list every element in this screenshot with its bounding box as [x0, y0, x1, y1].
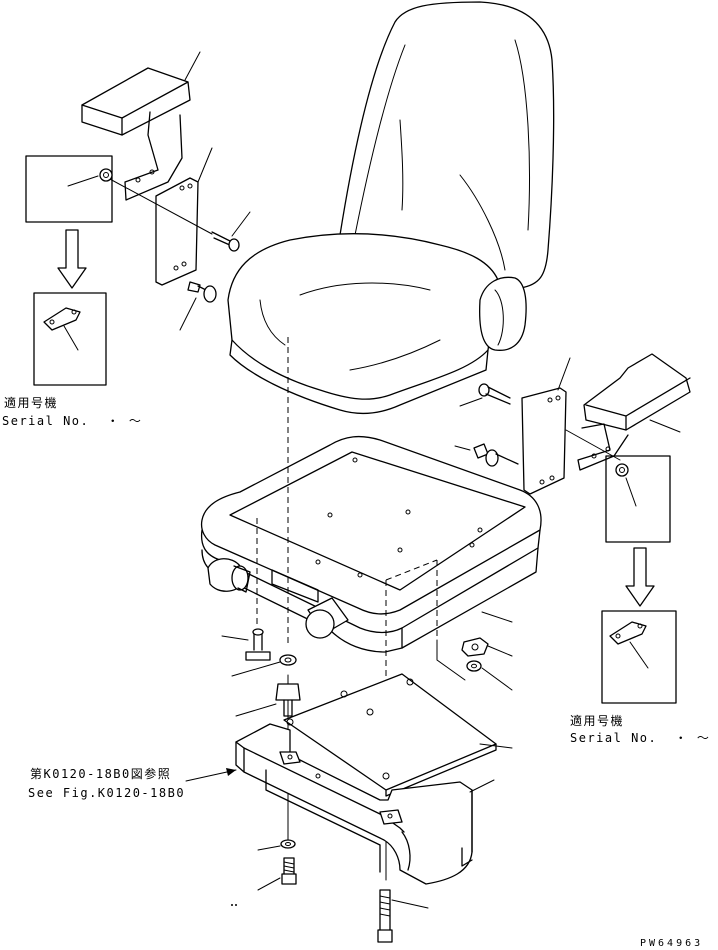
right-detail-box	[601, 610, 677, 704]
leader-riser-base	[469, 779, 495, 793]
right-bracket-plate	[521, 387, 567, 495]
right-lower-bolt	[473, 443, 519, 467]
left-bracket-plate	[155, 177, 199, 286]
right-nut	[461, 637, 489, 657]
left-detail-box	[33, 292, 107, 386]
leader-right-armrest	[649, 419, 681, 433]
lower-left-bolt	[281, 857, 297, 885]
leader-lower-right-bolt	[391, 899, 429, 909]
right-upper-bolt	[478, 383, 511, 405]
left-armrest	[81, 67, 191, 201]
seat-suspension	[200, 435, 542, 653]
left-mount-bolt	[245, 628, 271, 661]
left-upper-bolt	[211, 231, 240, 252]
right-inset-box	[605, 455, 671, 543]
reference-line1: 第K0120-18B0図参照	[30, 766, 171, 781]
leader-lower-washer	[257, 845, 281, 851]
leader-left-armrest	[184, 51, 201, 81]
leader-right-washer	[481, 667, 513, 691]
seat-cushion	[227, 233, 499, 415]
right-down-arrow	[625, 547, 655, 607]
seat-riser-base	[235, 723, 473, 885]
washer-center	[279, 654, 297, 666]
lower-washer	[280, 839, 296, 849]
right-note-line1: 適用号機	[570, 713, 624, 728]
leader-left-upper-bolt	[231, 211, 251, 237]
reference-line2: See Fig.K0120-18B0	[28, 786, 185, 800]
leader-washer-center	[231, 661, 281, 677]
center-nut	[275, 683, 301, 717]
leader-lower-left-bolt	[257, 877, 281, 891]
seat-side-bolster	[479, 276, 527, 351]
leader-right-lower-bolt	[454, 445, 471, 451]
leader-left-mount-bolt	[221, 635, 249, 641]
leader-mounting-plate	[479, 743, 513, 749]
left-note-line2: Serial No. ・ ～	[2, 414, 142, 428]
leader-left-bracket	[197, 147, 213, 183]
left-inset-box	[25, 155, 113, 223]
leader-right-bracket	[557, 357, 571, 391]
left-lower-bolt	[187, 281, 217, 303]
leader-suspension	[481, 611, 513, 623]
reference-arrow	[185, 768, 237, 782]
leader-right-upper-bolt	[459, 397, 483, 407]
leader-left-lower-bolt	[179, 297, 197, 331]
left-note-line1: 適用号機	[4, 395, 58, 410]
right-washer	[466, 660, 482, 672]
lower-right-bolt	[377, 889, 393, 943]
left-down-arrow	[57, 229, 87, 289]
right-armrest	[577, 353, 691, 471]
mounting-plate	[283, 673, 497, 797]
leader-center-nut	[235, 703, 277, 717]
right-note-line2: Serial No. ・ ～	[570, 731, 710, 745]
seat-backrest	[339, 1, 555, 289]
drawing-code: PW64963	[640, 938, 703, 949]
leader-right-nut	[487, 645, 513, 657]
